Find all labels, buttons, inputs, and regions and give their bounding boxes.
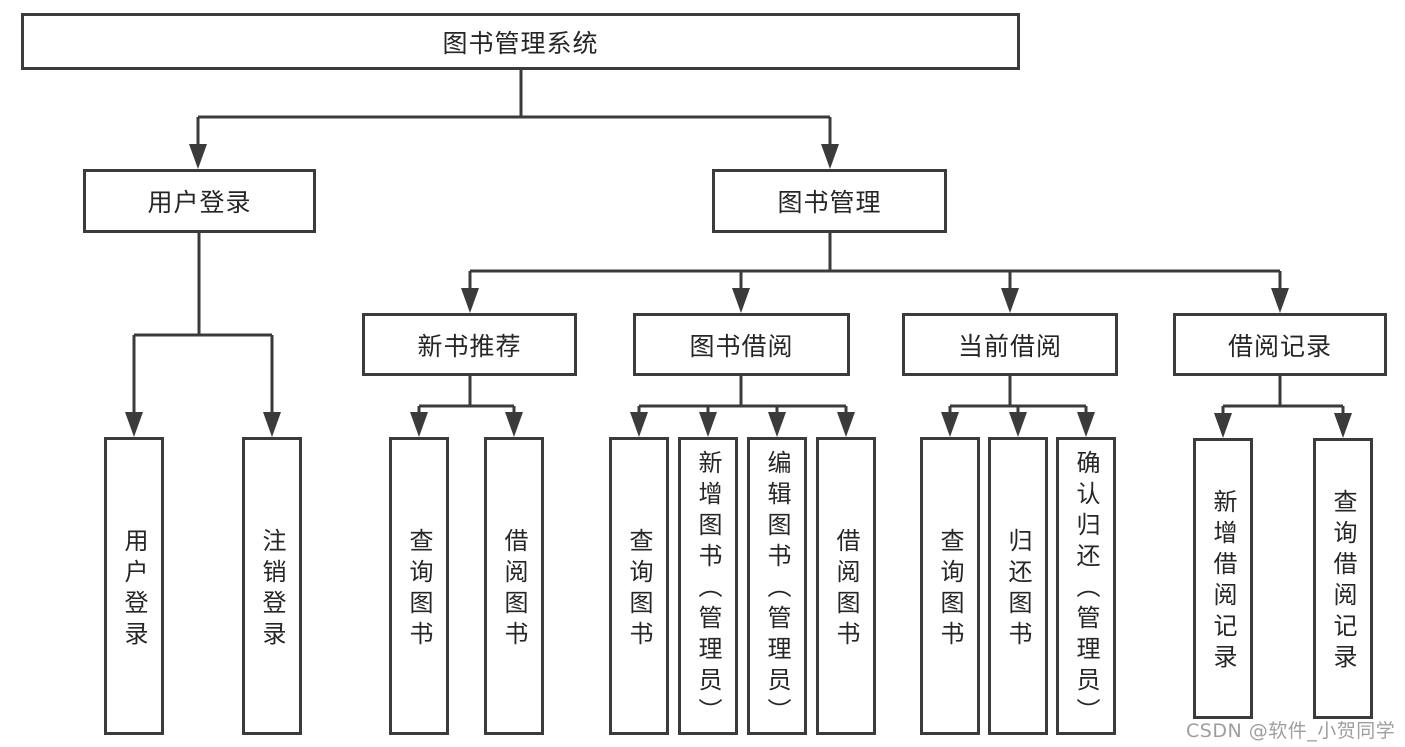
leaf-edit-book-admin: 编辑图书（管理员）: [747, 437, 807, 735]
node-label: 借阅图书: [500, 527, 528, 652]
node-label: 注销登录: [258, 527, 286, 652]
node-label: 新书推荐: [417, 331, 522, 361]
node-label: 归还图书: [1004, 527, 1032, 652]
arrowheads: [125, 144, 1352, 438]
arrowhead: [410, 412, 428, 437]
node-user-login: 用户登录: [83, 169, 316, 233]
node-library-management-system: 图书管理系统: [21, 13, 1020, 70]
node-label: 确认归还（管理员）: [1072, 450, 1100, 729]
node-label: 借阅记录: [1227, 331, 1332, 361]
edge-records-to-leaves: [1221, 373, 1345, 417]
edge-userlogin-to-leaves: [132, 230, 274, 416]
node-label: 查询借阅记录: [1329, 489, 1357, 675]
node-book-management: 图书管理: [712, 169, 947, 233]
arrowhead: [837, 412, 855, 437]
leaf-logout: 注销登录: [242, 437, 302, 735]
node-current-borrowing: 当前借阅: [902, 313, 1118, 376]
csdn-watermark: CSDN @软件_小贺同学: [1186, 720, 1396, 742]
node-label: 图书管理系统: [442, 28, 599, 58]
node-label: 图书管理: [777, 188, 882, 217]
arrowhead: [1001, 288, 1019, 313]
leaf-query-books-recommend: 查询图书: [389, 437, 449, 735]
node-label: 查询图书: [936, 527, 964, 652]
arrowhead: [505, 412, 523, 437]
arrowhead: [821, 144, 839, 169]
arrowhead: [1077, 412, 1095, 437]
leaf-confirm-return-admin: 确认归还（管理员）: [1056, 437, 1116, 735]
leaf-query-books-current: 查询图书: [920, 437, 980, 735]
arrowhead: [941, 412, 959, 437]
leaf-borrow-books-recommend: 借阅图书: [484, 437, 544, 735]
leaf-query-borrow-record: 查询借阅记录: [1313, 438, 1373, 719]
node-label: 查询图书: [625, 527, 653, 652]
node-label: 用户登录: [147, 188, 252, 217]
node-label: 查询图书: [405, 527, 433, 652]
arrowhead: [1334, 413, 1352, 438]
arrowhead: [1271, 288, 1289, 313]
leaf-user-login: 用户登录: [104, 437, 164, 735]
node-label: 新增图书（管理员）: [694, 450, 722, 729]
leaf-add-borrow-record: 新增借阅记录: [1193, 438, 1253, 719]
leaf-add-book-admin: 新增图书（管理员）: [678, 437, 738, 735]
node-borrowing-records: 借阅记录: [1173, 313, 1387, 376]
edge-root-to-level2: [196, 66, 832, 148]
node-label: 借阅图书: [832, 527, 860, 652]
arrowhead: [732, 288, 750, 313]
arrowhead: [125, 412, 143, 437]
arrowhead: [461, 288, 479, 313]
arrowhead: [630, 412, 648, 437]
leaf-borrow-books-borrowing: 借阅图书: [816, 437, 876, 735]
node-book-borrowing: 图书借阅: [633, 313, 850, 376]
leaf-return-book: 归还图书: [988, 437, 1048, 735]
node-label: 用户登录: [120, 527, 148, 652]
edge-newbook-to-leaves: [417, 373, 516, 416]
arrowhead: [699, 412, 717, 437]
node-label: 图书借阅: [689, 331, 794, 361]
arrowhead: [1214, 413, 1232, 438]
leaf-query-books-borrowing: 查询图书: [609, 437, 669, 735]
node-label: 新增借阅记录: [1209, 489, 1237, 675]
arrowhead: [189, 144, 207, 169]
arrowhead: [768, 412, 786, 437]
edge-bookmgmt-to-level3: [468, 230, 1282, 292]
node-new-book-recommend: 新书推荐: [362, 313, 577, 376]
arrowhead: [1009, 412, 1027, 437]
edge-current-to-leaves: [948, 373, 1088, 416]
arrowhead: [263, 412, 281, 437]
edge-borrowing-to-leaves: [637, 373, 848, 416]
node-label: 当前借阅: [957, 331, 1062, 361]
node-label: 编辑图书（管理员）: [763, 450, 791, 729]
